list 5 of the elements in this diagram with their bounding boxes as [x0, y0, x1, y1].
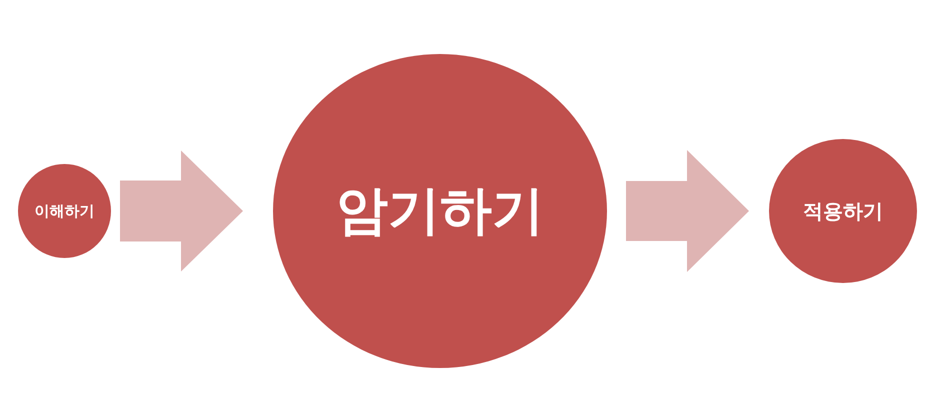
block-arrow: [120, 150, 243, 272]
node-label: 암기하기: [336, 180, 544, 243]
block-arrow: [626, 150, 749, 272]
node-label: 이해하기: [34, 202, 94, 220]
node-label: 적용하기: [803, 198, 883, 224]
